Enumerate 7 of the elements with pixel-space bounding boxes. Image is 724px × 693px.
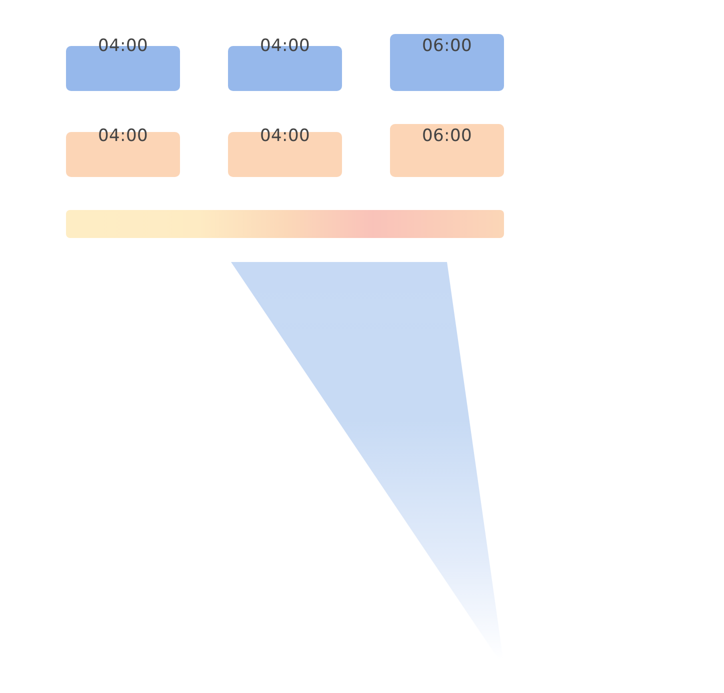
time-label: 06:00 [422,37,472,55]
time-block [390,34,504,91]
time-block [390,124,504,177]
gradient-bar [66,210,504,238]
time-label: 06:00 [422,127,472,145]
time-label: 04:00 [260,127,310,145]
time-label: 04:00 [98,127,148,145]
